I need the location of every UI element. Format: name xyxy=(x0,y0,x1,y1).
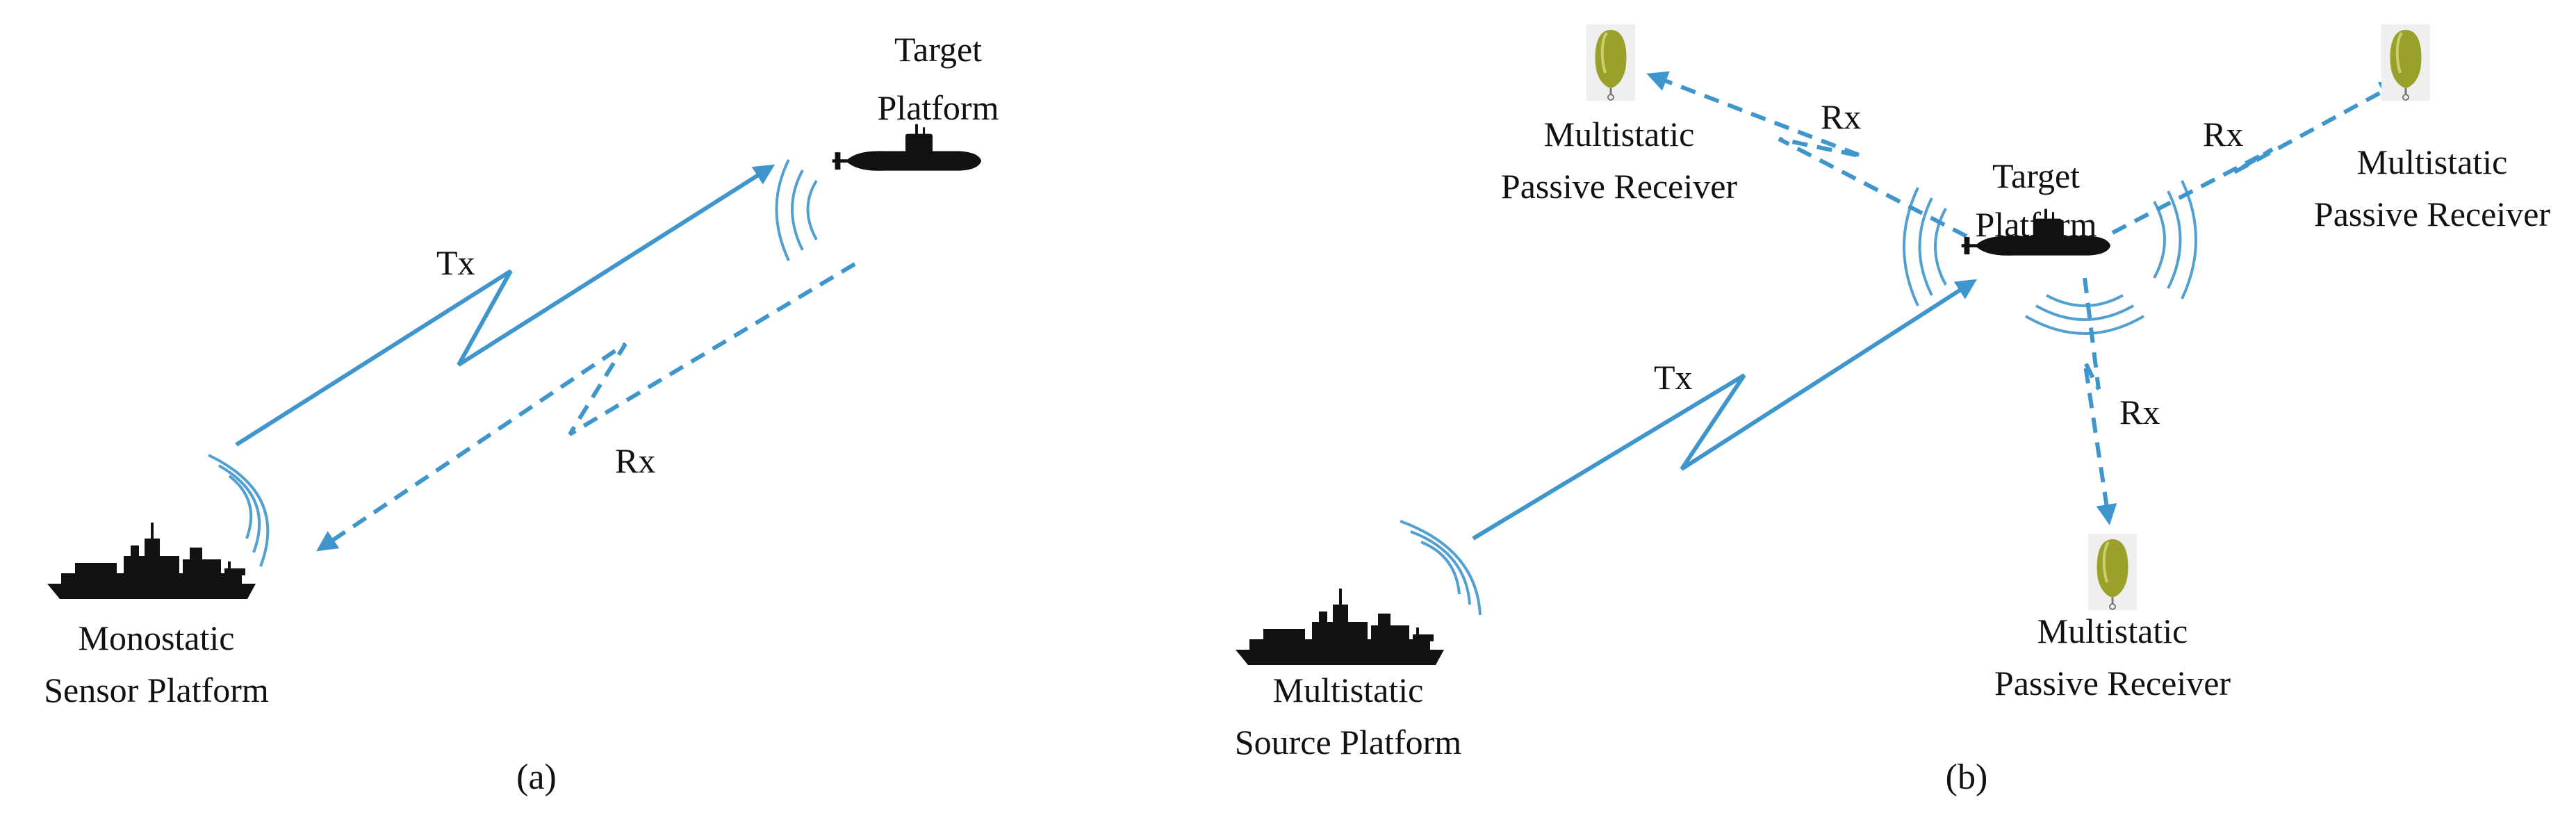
tx-signal-line xyxy=(235,164,776,447)
rx-signal-line xyxy=(1646,71,1968,238)
acoustic-wave-icon xyxy=(2024,294,2145,335)
receiver-right-label: Multistatic xyxy=(2357,142,2508,181)
acoustic-wave-icon xyxy=(1400,520,1482,616)
sensor-platform-label: Sensor Platform xyxy=(44,671,269,709)
receiver-left-label: Passive Receiver xyxy=(1501,167,1738,206)
acoustic-wave-icon xyxy=(2153,180,2197,299)
target-platform-label: Target xyxy=(894,30,982,69)
sensor-platform-label: Monostatic xyxy=(79,618,235,657)
tx-signal-line xyxy=(1472,279,1978,541)
source-platform-label: Source Platform xyxy=(1235,723,1461,762)
panel-b-caption: (b) xyxy=(1946,757,1988,797)
panel-a-caption: (a) xyxy=(516,757,557,797)
ship-icon xyxy=(47,523,256,599)
sonobuoy-icon xyxy=(1585,23,1636,102)
acoustic-wave-icon xyxy=(208,454,270,567)
sonobuoy-icon xyxy=(2380,23,2431,102)
source-platform-label: Multistatic xyxy=(1273,671,1424,709)
rx-signal-line xyxy=(316,262,856,552)
ship-icon xyxy=(1236,589,1444,665)
rx-label: Rx xyxy=(2203,115,2243,154)
receiver-right-label: Passive Receiver xyxy=(2314,195,2551,233)
sonobuoy-icon xyxy=(2087,532,2138,611)
receiver-bottom-label: Multistatic xyxy=(2037,611,2188,650)
panel-b: Target Platform Multistatic Passive Rece… xyxy=(1235,23,2551,797)
target-platform-label: Platform xyxy=(1976,205,2097,244)
target-platform-label: Platform xyxy=(878,88,999,127)
tx-label: Tx xyxy=(1654,358,1693,397)
acoustic-wave-icon xyxy=(1903,187,1947,306)
acoustic-wave-icon xyxy=(775,159,818,261)
receiver-bottom-label: Passive Receiver xyxy=(1994,664,2231,703)
tx-label: Tx xyxy=(436,243,475,282)
rx-signal-line xyxy=(2083,277,2117,525)
submarine-icon xyxy=(832,124,982,171)
rx-signal-line xyxy=(2111,81,2402,235)
rx-label: Rx xyxy=(1821,97,1861,136)
target-platform-label: Target xyxy=(1992,156,2080,195)
receiver-left-label: Multistatic xyxy=(1544,115,1695,154)
rx-label: Rx xyxy=(615,441,655,480)
rx-label: Rx xyxy=(2119,393,2160,432)
panel-a: Target Platform Tx Rx Monostatic Sensor … xyxy=(44,30,999,797)
